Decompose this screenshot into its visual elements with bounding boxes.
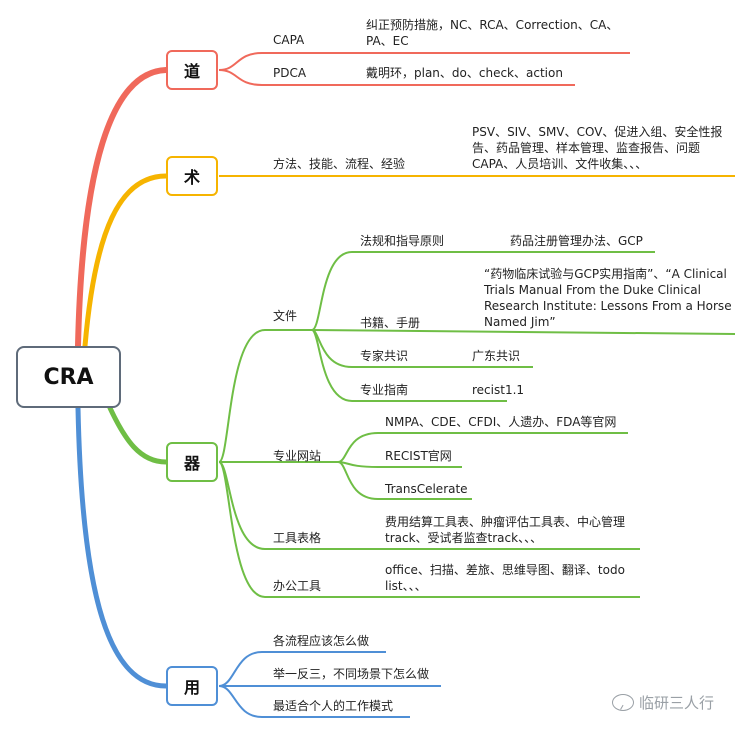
node-consensus-detail[interactable]: 广东共识: [472, 349, 521, 363]
node-shu[interactable]: 术: [166, 156, 218, 196]
watermark: 临研三人行: [612, 692, 714, 713]
node-tables-detail[interactable]: 费用结算工具表、肿瘤评估工具表、中心管理track、受试者监查track、、、: [385, 515, 626, 545]
node-office[interactable]: 办公工具: [273, 579, 322, 593]
node-yong-item[interactable]: 举一反三，不同场景下怎么做: [273, 667, 430, 681]
node-capa[interactable]: CAPA: [273, 33, 305, 47]
node-books-detail[interactable]: “药物临床试验与GCP实用指南”、“A Clinical Trials Manu…: [484, 267, 732, 329]
node-yong-item[interactable]: 最适合个人的工作模式: [273, 699, 394, 713]
node-regs[interactable]: 法规和指导原则: [360, 234, 445, 248]
node-guide-detail[interactable]: recist1.1: [472, 383, 525, 397]
branch-shu-trunk: [82, 173, 169, 349]
node-docs[interactable]: 文件: [273, 309, 298, 323]
node-yong-item[interactable]: 各流程应该怎么做: [273, 634, 370, 648]
node-office-detail[interactable]: office、扫描、差旅、思维导图、翻译、todo list、、、: [385, 563, 625, 593]
node-yong[interactable]: 用: [166, 666, 218, 706]
node-capa-detail[interactable]: 纠正预防措施，NC、RCA、Correction、CA、PA、EC: [366, 18, 619, 48]
node-regs-detail[interactable]: 药品注册管理办法、GCP: [510, 234, 643, 248]
node-method-detail[interactable]: PSV、SIV、SMV、COV、促进入组、安全性报告、药品管理、样本管理、监查报…: [472, 125, 723, 171]
node-sites[interactable]: 专业网站: [273, 449, 322, 463]
node-site-item[interactable]: TransCelerate: [385, 482, 468, 496]
branch-dao-trunk: [75, 67, 169, 349]
node-consensus[interactable]: 专家共识: [360, 349, 409, 363]
node-books[interactable]: 书籍、手册: [360, 316, 421, 330]
branch-yong-trunk: [75, 405, 169, 689]
node-guide[interactable]: 专业指南: [360, 383, 409, 397]
node-dao[interactable]: 道: [166, 50, 218, 90]
node-pdca-detail[interactable]: 戴明环，plan、do、check、action: [366, 66, 563, 80]
branch-qi-trunk: [107, 405, 169, 465]
node-site-item[interactable]: NMPA、CDE、CFDI、人遗办、FDA等官网: [385, 415, 617, 429]
chat-bubble-icon: [612, 694, 634, 711]
node-method[interactable]: 方法、技能、流程、经验: [273, 157, 406, 171]
node-tables[interactable]: 工具表格: [273, 531, 322, 545]
root-node[interactable]: CRA: [16, 346, 121, 408]
watermark-text: 临研三人行: [639, 694, 715, 712]
node-qi[interactable]: 器: [166, 442, 218, 482]
node-site-item[interactable]: RECIST官网: [385, 449, 452, 463]
node-pdca[interactable]: PDCA: [273, 66, 307, 80]
